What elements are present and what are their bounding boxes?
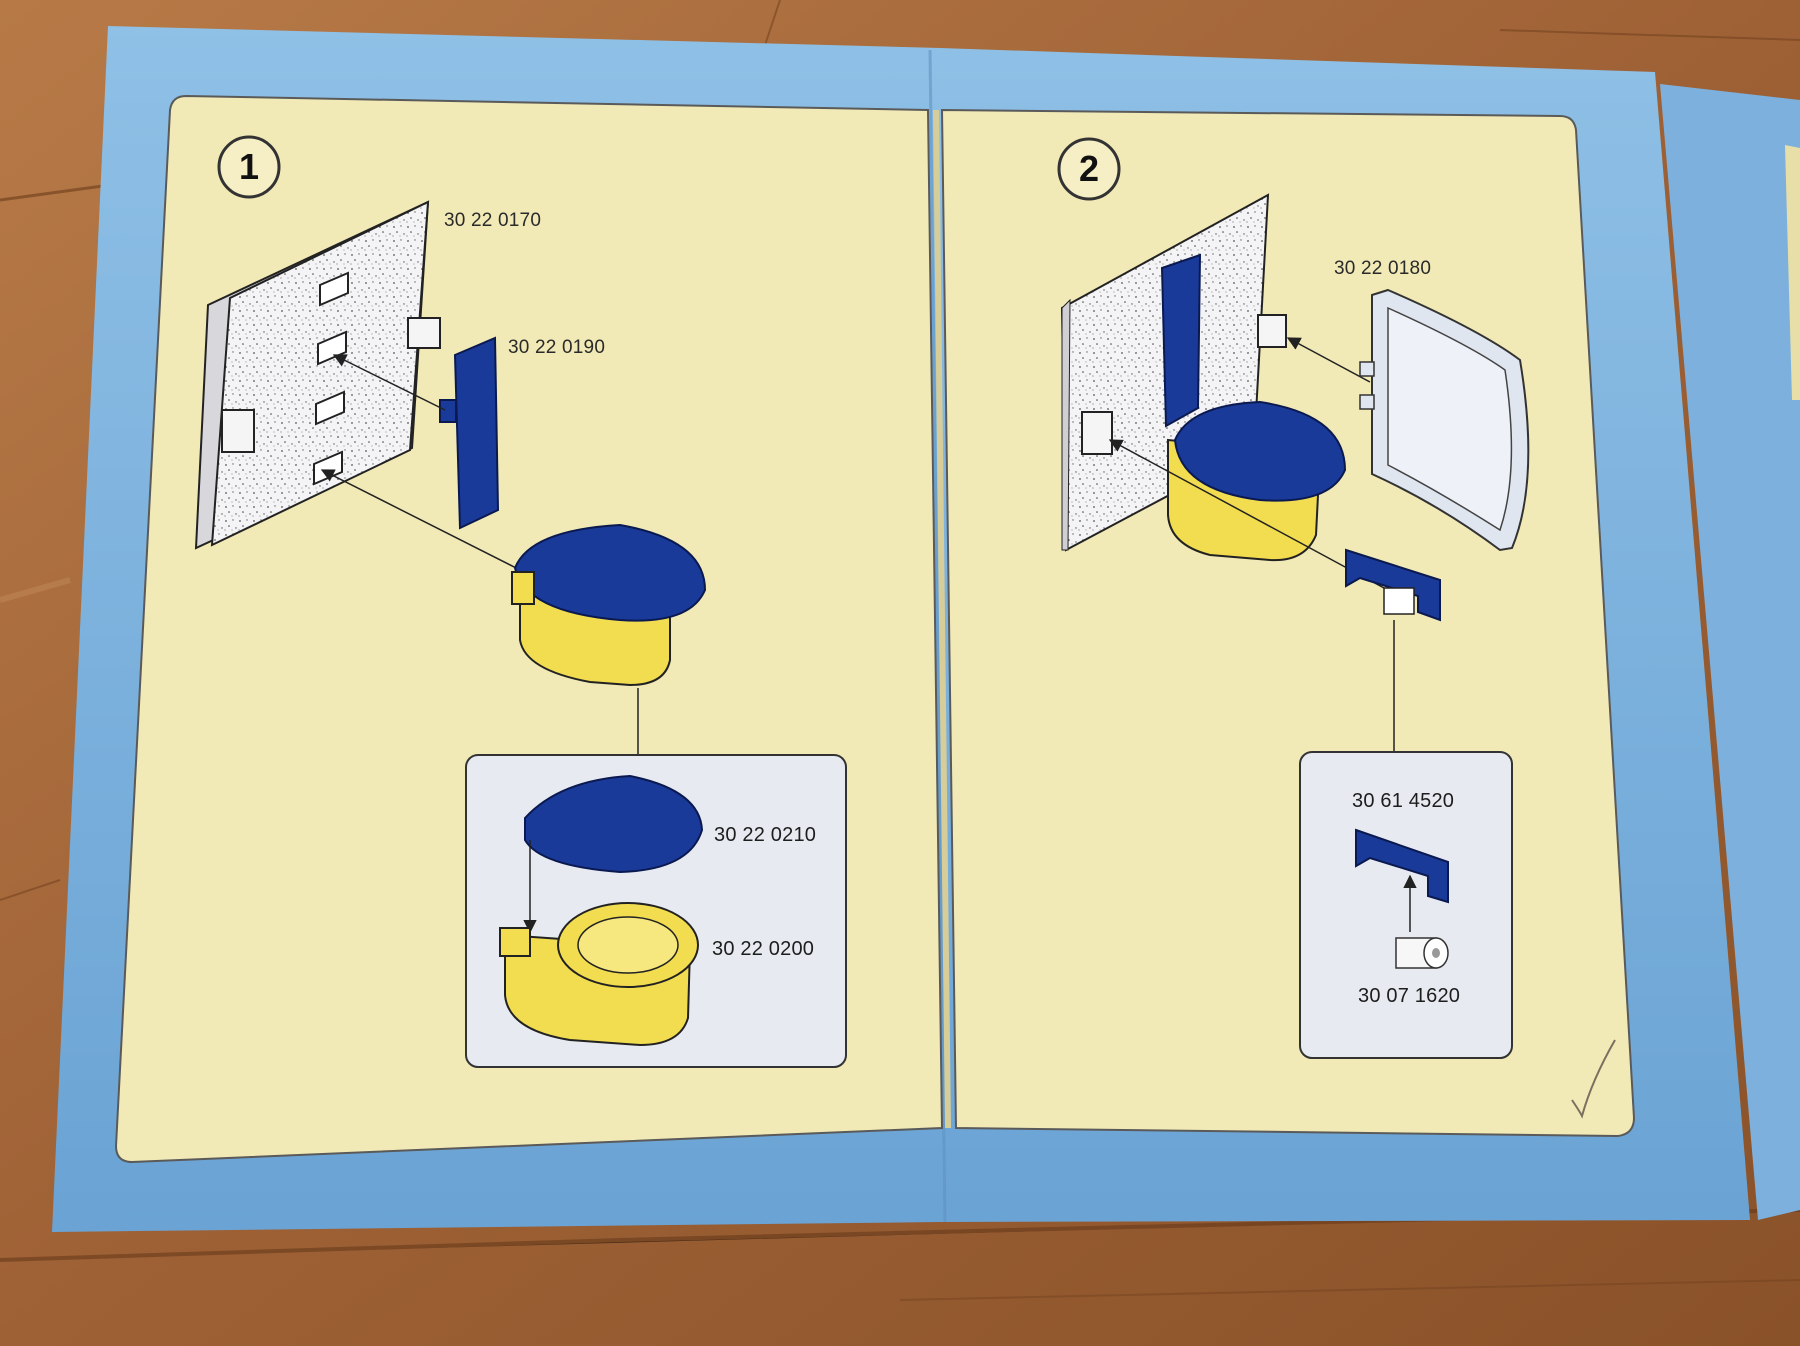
lid-part-number: 30 22 0210 xyxy=(714,824,817,846)
paper-holder-icon xyxy=(1345,548,1441,622)
toilet-icon xyxy=(1167,400,1347,562)
strip-part-number: 30 22 0190 xyxy=(508,337,606,358)
step1-number: 1 xyxy=(238,146,260,187)
toilet-icon xyxy=(511,523,707,687)
arrow-icon xyxy=(320,469,541,581)
check-mark xyxy=(1571,1039,1616,1119)
toilet-roll-icon xyxy=(1395,937,1449,969)
mirror-icon xyxy=(1359,288,1530,552)
step2-number: 2 xyxy=(1078,148,1100,189)
arrow-icon xyxy=(1108,439,1385,589)
step1-badge xyxy=(217,135,281,199)
toilet-bowl-icon xyxy=(499,902,699,1047)
paper-holder-icon xyxy=(1355,828,1449,904)
step2-badge xyxy=(1057,137,1121,201)
blue-strip-part xyxy=(439,336,500,530)
step2-detail-box xyxy=(1299,751,1513,1059)
arrow-icon xyxy=(332,354,446,411)
toilet-lid-icon xyxy=(524,774,704,874)
roll-part-number: 30 07 1620 xyxy=(1358,985,1461,1007)
page-fold xyxy=(933,109,951,1129)
mirror-part-number: 30 22 0180 xyxy=(1334,258,1432,279)
bowl-part-number: 30 22 0200 xyxy=(712,938,815,960)
wall-panel-icon xyxy=(194,200,441,550)
wall-part-number: 30 22 0170 xyxy=(444,210,542,231)
arrow-icon xyxy=(1286,337,1371,383)
holder-part-number: 30 61 4520 xyxy=(1352,790,1455,812)
page-right xyxy=(940,108,1636,1138)
